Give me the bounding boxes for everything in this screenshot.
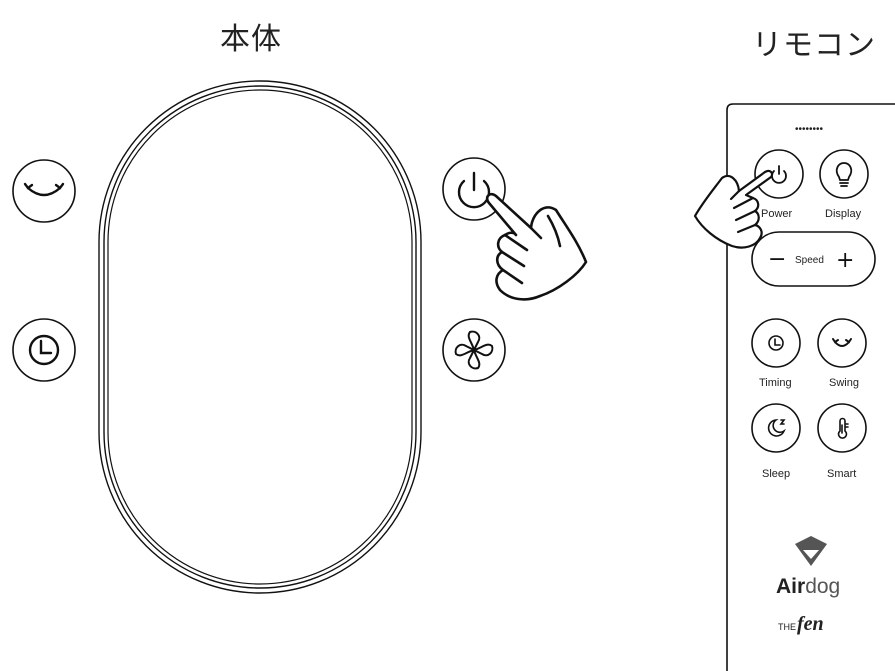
swing-icon: [23, 182, 65, 197]
power-icon: [457, 171, 491, 209]
remote-swing-button[interactable]: [817, 318, 867, 368]
moon-icon: [767, 418, 786, 437]
power-label: Power: [761, 208, 793, 220]
remote-smart-button[interactable]: [817, 403, 867, 453]
remote-display-button[interactable]: [819, 149, 869, 199]
timer-icon: [768, 335, 784, 351]
timing-label: Timing: [759, 377, 792, 389]
pointing-hand-small-icon: [693, 169, 774, 249]
airdog-logo: Airdog: [776, 536, 840, 598]
swing-icon: [832, 338, 852, 347]
speed-minus-button[interactable]: −: [768, 247, 786, 272]
remote-title: リモコン: [752, 28, 876, 63]
smart-label: Smart: [827, 468, 856, 480]
svg-text:fen: fen: [797, 613, 824, 635]
swing-label: Swing: [829, 377, 859, 389]
speed-plus-button[interactable]: +: [836, 248, 854, 273]
sleep-label: Sleep: [762, 468, 790, 480]
remote-sleep-button[interactable]: [751, 403, 801, 453]
main-unit-title: 本体: [220, 22, 282, 57]
svg-text:THE: THE: [778, 622, 796, 632]
remote-indicator-dots: ••••••••: [795, 124, 824, 135]
svg-text:Airdog: Airdog: [776, 575, 840, 598]
pointing-hand-icon: [485, 192, 588, 301]
main-unit-body: [98, 80, 422, 594]
main-timer-button[interactable]: [12, 318, 76, 382]
speed-label: Speed: [795, 255, 824, 266]
main-fan-button[interactable]: [442, 318, 506, 382]
remote-speed-control[interactable]: − Speed +: [751, 231, 876, 287]
remote-timing-button[interactable]: [751, 318, 801, 368]
fan-icon: [454, 330, 494, 370]
thefen-logo: THE fen: [778, 613, 824, 635]
timer-icon: [28, 334, 60, 366]
thermometer-icon: [837, 417, 849, 439]
bulb-icon: [835, 162, 853, 187]
display-label: Display: [825, 208, 862, 220]
main-swing-button[interactable]: [12, 159, 76, 223]
